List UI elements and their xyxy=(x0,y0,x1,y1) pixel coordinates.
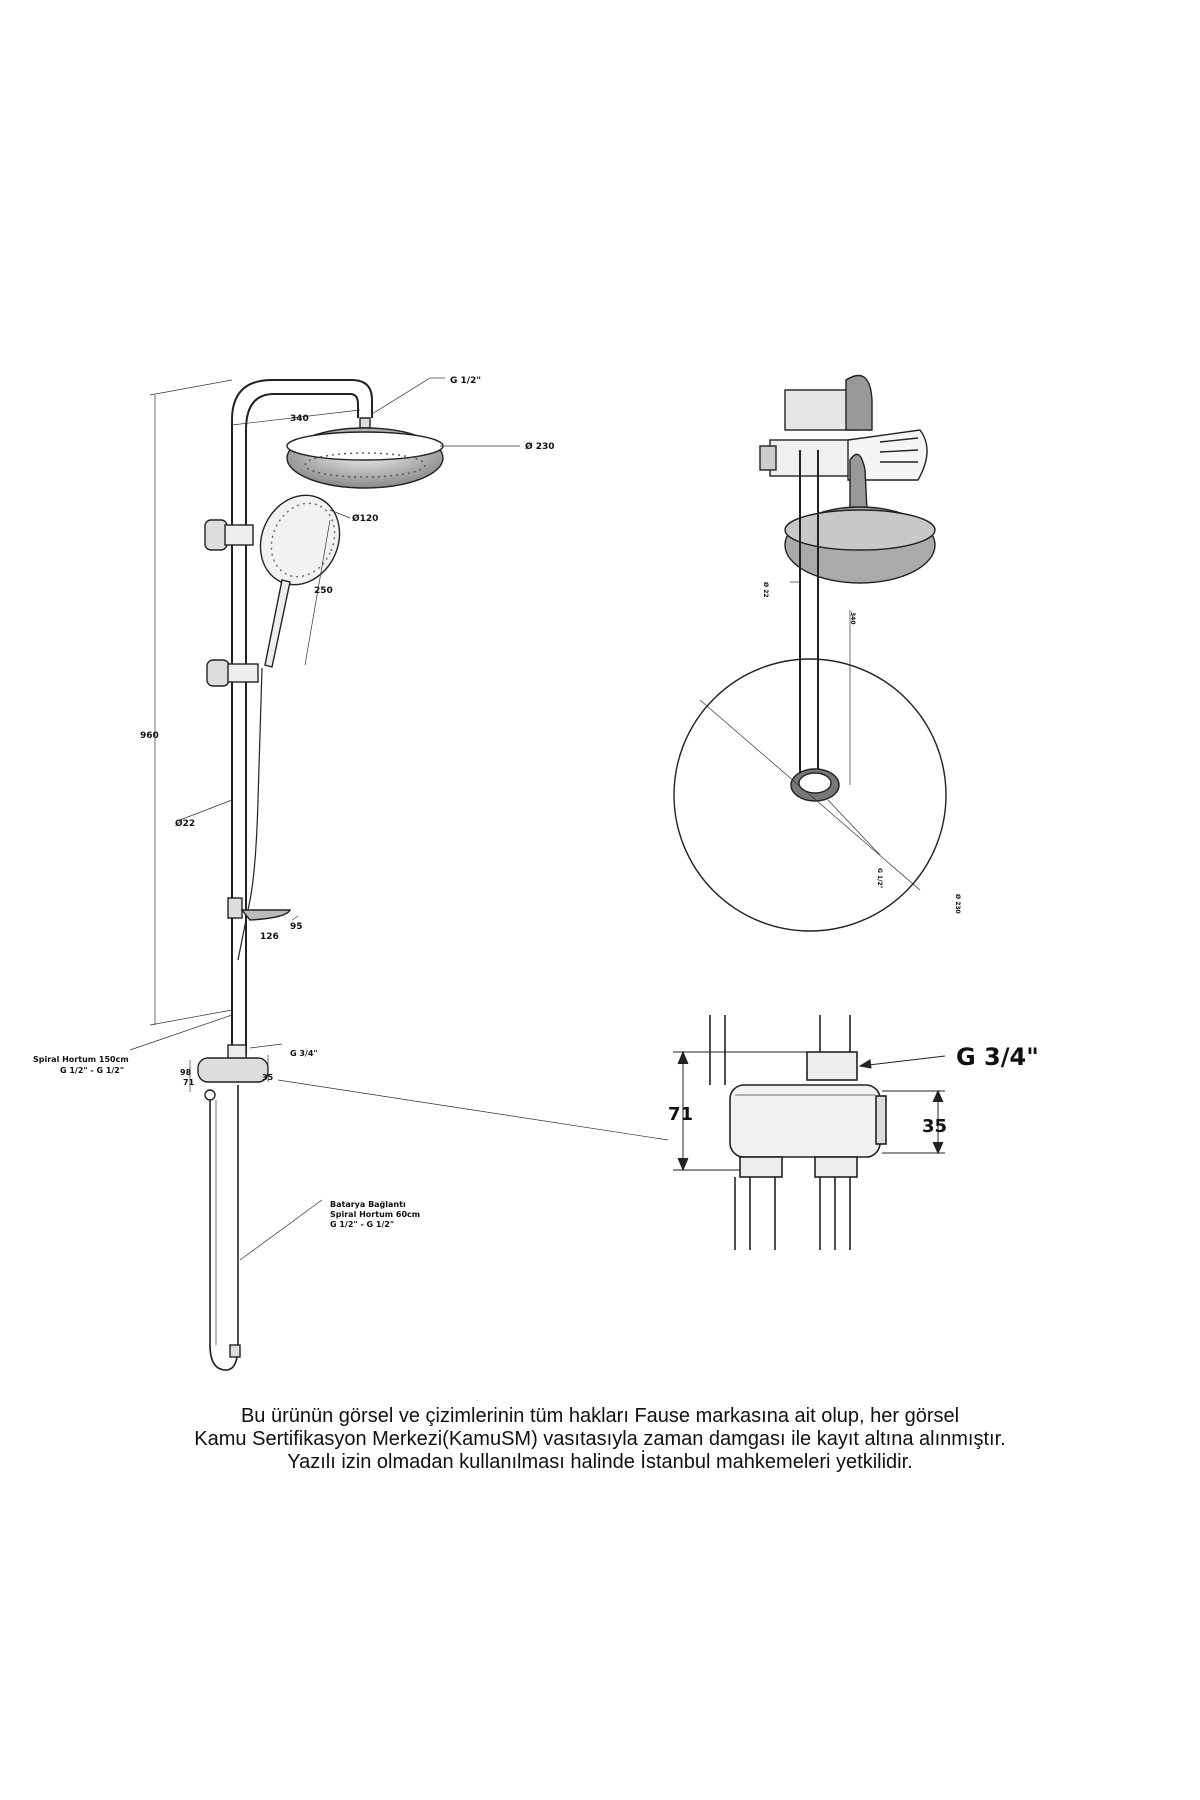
holder-top xyxy=(204,519,228,551)
label-pipe-diameter: Ø22 xyxy=(175,818,195,829)
label-mixer-g34: G 3/4" xyxy=(290,1049,318,1058)
label-mixer-98: 98 xyxy=(180,1068,192,1077)
diverter-front xyxy=(197,1044,269,1101)
caption-line-2: Kamu Sertifikasyon Merkezi(KamuSM) vasıt… xyxy=(194,1428,1006,1450)
rain-shower-head xyxy=(286,417,444,489)
label-mixer-35: 35 xyxy=(262,1073,274,1082)
hand-shower xyxy=(259,494,341,668)
main-pipe xyxy=(231,379,373,1055)
detail-nut xyxy=(806,1051,858,1081)
detail-body xyxy=(729,1084,881,1158)
caption-line-1: Bu ürünün görsel ve çizimlerinin tüm hak… xyxy=(240,1405,960,1427)
label-battery-1: Batarya Bağlantı xyxy=(330,1200,406,1209)
top-fixture xyxy=(759,374,936,584)
front-view xyxy=(197,379,444,1371)
label-hand-length: 250 xyxy=(314,586,333,596)
hose xyxy=(237,667,263,961)
label-hand-diameter: Ø120 xyxy=(352,513,378,524)
label-shelf-depth: 95 xyxy=(290,922,303,932)
label-head-length: 340 xyxy=(290,414,309,424)
soap-shelf xyxy=(227,897,292,921)
label-hose-main-2: G 1/2" - G 1/2" xyxy=(60,1066,124,1075)
label-height: 960 xyxy=(140,731,159,741)
label-detail-35: 35 xyxy=(922,1116,947,1137)
label-shelf-width: 126 xyxy=(260,932,279,942)
label-g-half-top: G 1/2" xyxy=(450,376,481,386)
detail-labels: G 3/4" 71 35 xyxy=(668,1043,1039,1137)
copyright-caption: Bu ürünün görsel ve çizimlerinin tüm hak… xyxy=(0,1405,1200,1474)
label-detail-71: 71 xyxy=(668,1104,693,1125)
caption-line-3: Yazılı izin olmadan kullanılması halinde… xyxy=(287,1451,913,1473)
label-top-g12: G 1/2" xyxy=(876,868,883,889)
label-top-d230: Ø 230 xyxy=(954,894,961,914)
detail-dimensions xyxy=(673,1050,946,1172)
top-dimensions xyxy=(699,581,921,891)
label-hose-main-1: Spiral Hortum 150cm xyxy=(33,1055,129,1064)
label-mixer-71: 71 xyxy=(183,1078,195,1087)
top-view xyxy=(673,374,947,932)
label-head-diameter: Ø 230 xyxy=(525,441,555,452)
detail-view xyxy=(709,1015,887,1250)
label-top-pipe: Ø 22 xyxy=(762,582,769,598)
label-top-length: 340 xyxy=(849,612,856,625)
label-battery-2: Spiral Hortum 60cm xyxy=(330,1210,420,1219)
label-battery-3: G 1/2" - G 1/2" xyxy=(330,1220,394,1229)
front-labels: G 1/2" 340 Ø 230 Ø120 250 960 Ø22 95 126… xyxy=(33,376,555,1229)
top-labels: Ø 22 340 G 1/2" Ø 230 xyxy=(762,582,961,914)
battery-hose xyxy=(209,1085,239,1371)
label-detail-g34: G 3/4" xyxy=(956,1043,1039,1071)
front-dimensions xyxy=(129,377,669,1261)
slider xyxy=(206,659,230,687)
